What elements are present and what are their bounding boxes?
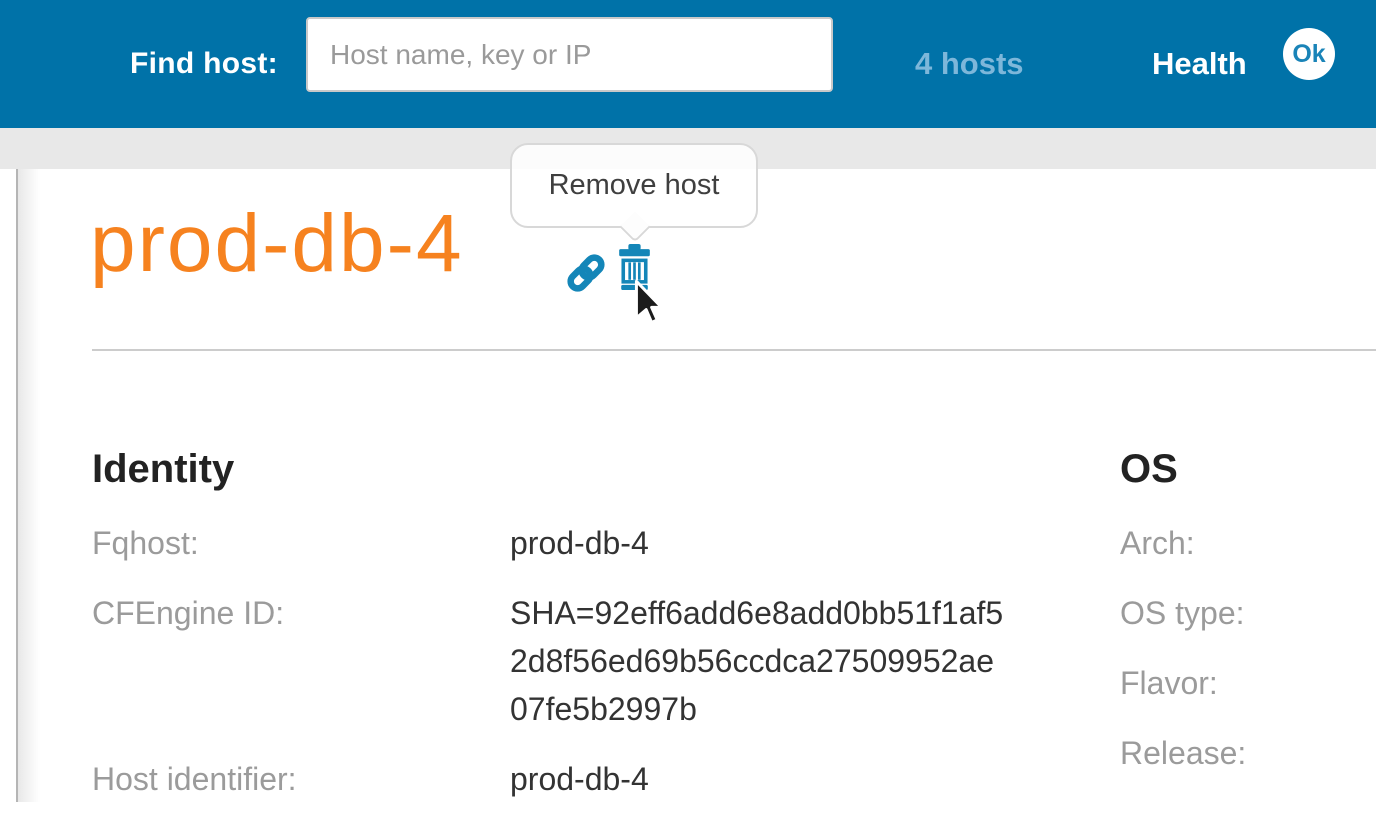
host-title: prod-db-4 (90, 198, 464, 289)
identity-row-fqhost: Fqhost: prod-db-4 (92, 519, 1092, 567)
find-host-label: Find host: (130, 47, 278, 80)
tooltip-text: Remove host (548, 169, 720, 201)
os-section: OS Arch: OS type: Flavor: Release: (1120, 445, 1376, 799)
identity-row-cfengine-id: CFEngine ID: SHA=92eff6add6e8add0bb51f1a… (92, 589, 1092, 733)
os-heading: OS (1120, 447, 1178, 491)
field-label: Host identifier: (92, 761, 297, 797)
field-label: Release: (1120, 735, 1247, 771)
field-value: prod-db-4 (510, 525, 649, 561)
remove-host-button[interactable] (617, 244, 652, 290)
field-label: CFEngine ID: (92, 595, 285, 631)
chain-link-icon (567, 254, 605, 292)
top-bar: Find host: 4 hosts Health Ok (0, 0, 1376, 128)
health-status-badge[interactable]: Ok (1283, 28, 1335, 80)
field-label: Fqhost: (92, 525, 199, 561)
os-row-flavor: Flavor: (1120, 659, 1376, 707)
title-divider (92, 349, 1376, 351)
field-label: Arch: (1120, 525, 1195, 561)
os-row-release: Release: (1120, 729, 1376, 777)
os-row-os-type: OS type: (1120, 589, 1376, 637)
identity-row-host-identifier: Host identifier: prod-db-4 (92, 755, 1092, 803)
host-detail-panel: Remove host prod-db-4 (0, 143, 1376, 802)
remove-host-tooltip: Remove host (510, 143, 758, 228)
identity-section: Identity Fqhost: prod-db-4 CFEngine ID: … (92, 445, 1092, 825)
host-search-input[interactable] (306, 17, 833, 92)
health-label: Health (1152, 46, 1247, 81)
hosts-count-link[interactable]: 4 hosts (915, 46, 1024, 81)
os-row-arch: Arch: (1120, 519, 1376, 567)
panel-edge-divider (16, 169, 18, 802)
panel-edge-shadow (18, 169, 40, 802)
field-label: OS type: (1120, 595, 1245, 631)
trash-icon (619, 244, 650, 290)
host-link-button[interactable] (566, 253, 606, 293)
identity-heading: Identity (92, 447, 235, 491)
field-value: prod-db-4 (510, 761, 649, 797)
field-label: Flavor: (1120, 665, 1218, 701)
field-value: SHA=92eff6add6e8add0bb51f1af52d8f56ed69b… (510, 595, 1004, 727)
